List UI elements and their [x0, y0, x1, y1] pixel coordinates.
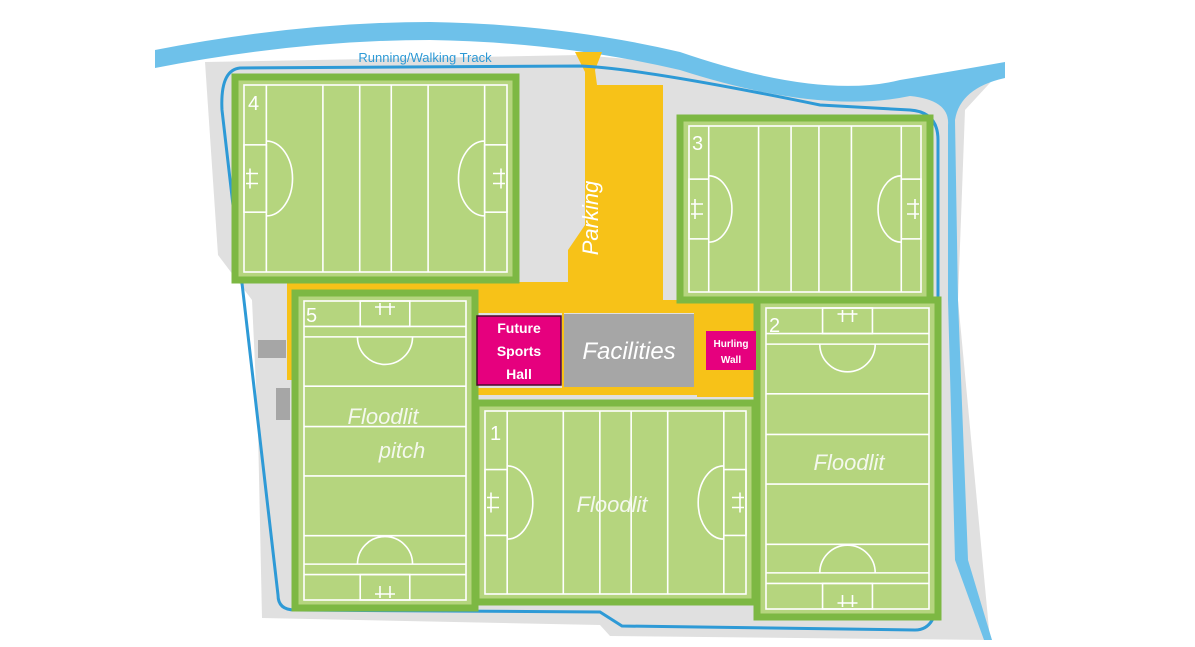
pitch-2[interactable]	[753, 296, 942, 621]
hall-label-3: Hall	[506, 366, 532, 382]
goal-area	[723, 468, 747, 537]
pitch-2-number: 2	[769, 315, 780, 337]
pitch-arc	[356, 535, 414, 565]
pitch-1-number: 1	[490, 423, 501, 445]
pitch-5-label-1: Floodlit	[348, 404, 420, 429]
goalpost-icon	[907, 199, 919, 219]
pitch-arc	[457, 140, 485, 217]
pitch-arc	[697, 465, 724, 540]
pitch-arc	[818, 344, 877, 373]
pitch-1[interactable]	[472, 399, 759, 606]
goalpost-icon	[375, 303, 395, 315]
pitch-4[interactable]	[231, 73, 520, 284]
facilities-label: Facilities	[582, 338, 675, 365]
future-sports-hall[interactable]: Future Sports Hall	[476, 315, 562, 386]
facilities-building[interactable]: Facilities	[564, 314, 694, 387]
small-building	[258, 340, 286, 358]
hurling-wall[interactable]: Hurling Wall	[706, 331, 756, 370]
pitch-5-label-2: pitch	[378, 438, 425, 463]
small-building	[276, 388, 290, 420]
goal-area	[243, 144, 268, 213]
pitch-arc	[818, 544, 877, 573]
goal-area	[359, 573, 411, 601]
pitch-arc	[356, 336, 414, 366]
goalpost-icon	[487, 492, 499, 513]
pitch-1-label: Floodlit	[577, 492, 649, 517]
pitch-3-number: 3	[692, 133, 703, 155]
hall-label-2: Sports	[497, 343, 542, 359]
river	[155, 22, 1005, 640]
pitch-5[interactable]	[291, 289, 479, 612]
goal-area	[900, 178, 922, 240]
goal-area	[821, 582, 874, 610]
pitch-3[interactable]	[676, 114, 934, 304]
goalpost-icon	[837, 310, 858, 322]
pitch-2-label: Floodlit	[814, 450, 886, 475]
goalpost-icon	[691, 199, 703, 219]
goal-area	[483, 144, 508, 213]
hall-label-1: Future	[497, 320, 541, 336]
goal-area	[359, 300, 411, 328]
parking-label: Parking	[578, 180, 603, 255]
pitch-arc	[507, 465, 534, 540]
goal-area	[688, 178, 710, 240]
goalpost-icon	[732, 492, 744, 513]
track-label: Running/Walking Track	[358, 50, 492, 65]
goalpost-icon	[837, 595, 858, 607]
goal-area	[821, 307, 874, 335]
hurling-wall-label-2: Wall	[721, 355, 741, 366]
pitch-arc	[266, 140, 294, 217]
pitch-5-number: 5	[306, 305, 317, 327]
hurling-wall-label-1: Hurling	[714, 339, 749, 350]
pitch-4-number: 4	[248, 93, 259, 115]
goalpost-icon	[246, 168, 258, 189]
goalpost-icon	[375, 586, 395, 598]
pitch-arc	[708, 175, 733, 243]
goalpost-icon	[493, 168, 505, 189]
pitch-arc	[877, 175, 902, 243]
parking-area	[287, 52, 760, 397]
goal-area	[484, 468, 508, 537]
